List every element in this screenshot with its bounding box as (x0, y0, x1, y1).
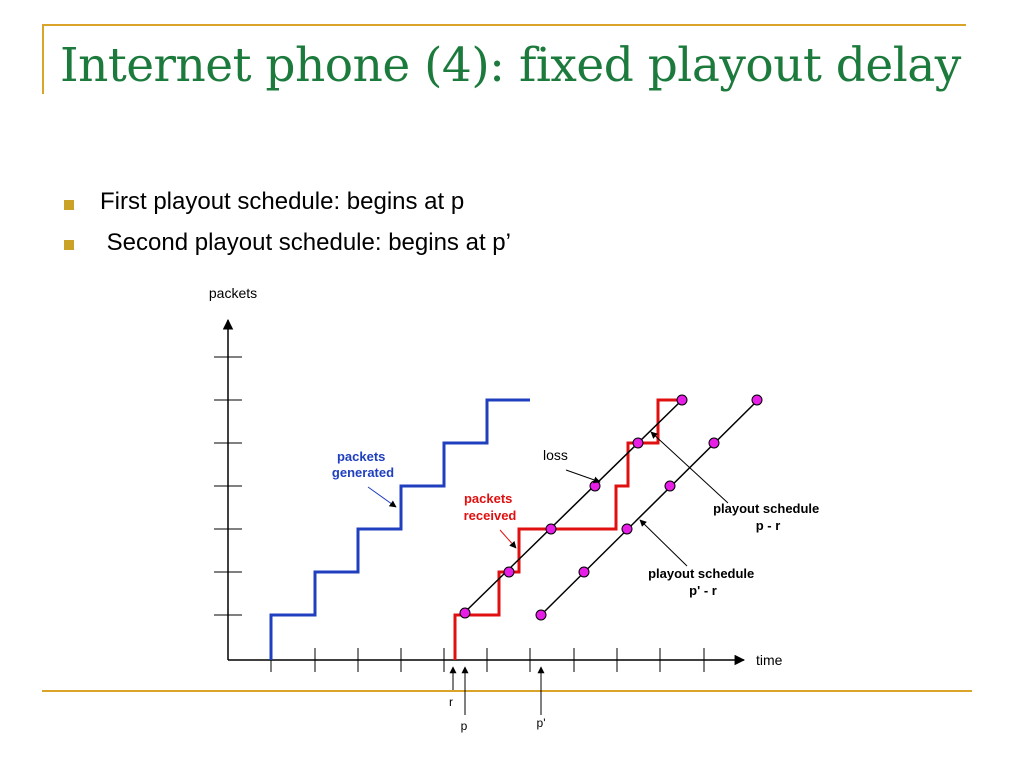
bullet-marker-1 (64, 200, 74, 210)
marker-r-label: r (449, 695, 453, 709)
schedule-2-point (708, 437, 720, 449)
slide-title: Internet phone (4): fixed playout delay (60, 38, 961, 93)
loss-pointer (565, 469, 601, 484)
schedule-1-point (676, 394, 688, 406)
schedule-1-point (632, 437, 644, 449)
schedule-2-point (664, 480, 676, 492)
schedule-2-point (578, 566, 590, 578)
schedule-1-point (503, 566, 515, 578)
y-axis-ticks (214, 356, 242, 616)
playout-schedule-line-2 (540, 399, 759, 616)
bottom-rule (42, 690, 972, 692)
playout-schedule-line-1 (464, 399, 683, 613)
bullet-text-1: First playout schedule: begins at p (100, 188, 465, 215)
bullet-text-2: Second playout schedule: begins at p’ (100, 229, 511, 256)
schedule-2-point (535, 609, 547, 621)
x-axis-label: time (756, 652, 783, 668)
packets-generated-curve (269, 398, 530, 660)
y-axis-label: packets (209, 285, 257, 301)
schedule-2-point (751, 394, 763, 406)
schedule-2-point (621, 523, 633, 535)
playout-schedule-1-label: playout schedule p - r (713, 501, 823, 533)
packets-generated-label: packets generated (332, 449, 394, 480)
axes: packets time (209, 285, 783, 672)
schedule-1-point (459, 607, 471, 619)
playout-schedule-1-pointer (650, 431, 729, 504)
schedule-1-point (545, 523, 557, 535)
loss-label: loss (543, 447, 568, 463)
playout-schedule-2-pointer (639, 519, 688, 567)
playout-schedule-2-label: playout schedule p' - r (648, 566, 758, 598)
left-rule (42, 24, 44, 94)
packets-received-pointer (499, 529, 517, 549)
schedule-1-point (589, 480, 601, 492)
packets-generated-pointer (367, 486, 397, 508)
packets-received-label: packets received (464, 491, 517, 523)
top-rule (42, 24, 966, 26)
marker-p-label: p (461, 719, 468, 733)
marker-p2-label: p' (537, 716, 546, 730)
packets-received-curve (453, 398, 682, 660)
bullet-marker-2 (64, 240, 74, 250)
schedule-1-points (459, 394, 688, 619)
schedule-2-points (535, 394, 763, 621)
